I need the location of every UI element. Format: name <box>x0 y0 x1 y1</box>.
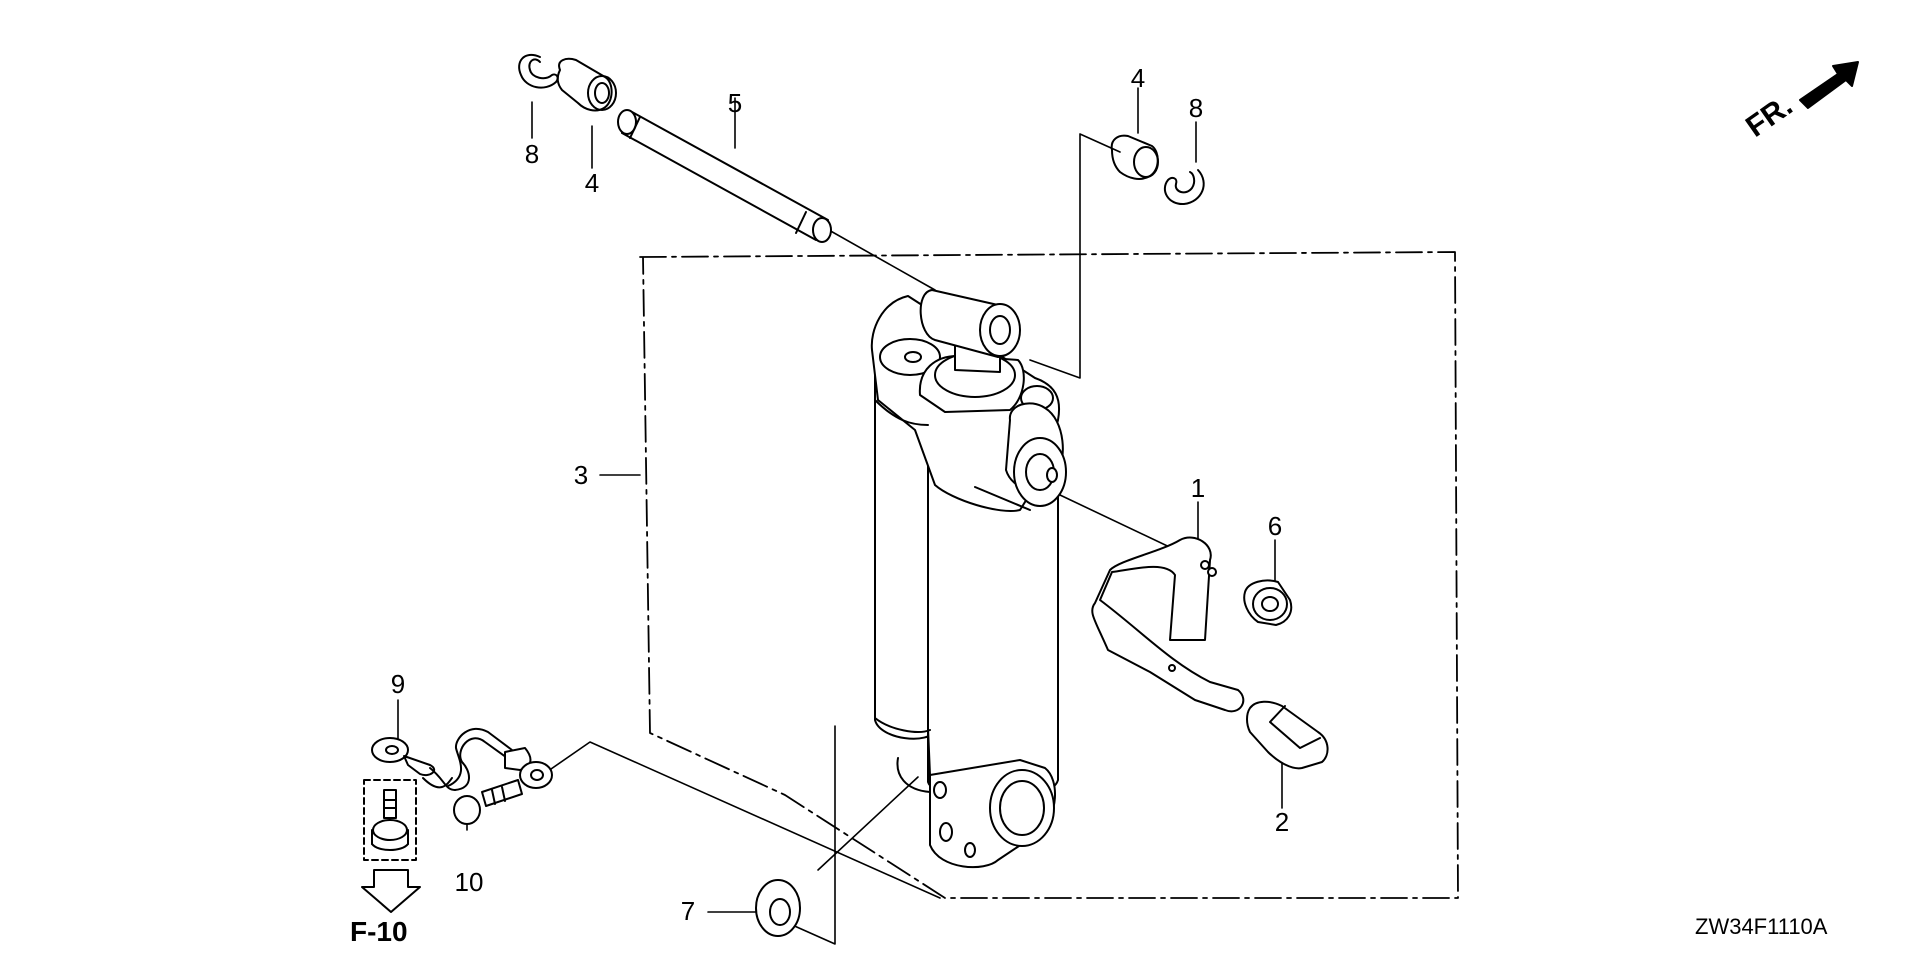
callout-4-right: 4 <box>1131 63 1145 93</box>
part-7-washer <box>755 879 801 937</box>
reference-bolt <box>363 779 417 861</box>
callout-9: 9 <box>391 669 405 699</box>
reference-label: F-10 <box>350 916 408 947</box>
callout-2: 2 <box>1275 807 1289 837</box>
part-8-circlip-left <box>518 54 559 89</box>
part-10-screw <box>453 779 523 825</box>
callout-5: 5 <box>728 88 742 118</box>
callout-7: 7 <box>681 896 695 926</box>
callout-8-right: 8 <box>1189 93 1203 123</box>
part-6-nut <box>1243 579 1293 626</box>
part-5-pin <box>617 109 832 243</box>
drawing-code: ZW34F1110A <box>1695 914 1828 939</box>
callout-4-left: 4 <box>585 168 599 198</box>
assembly-boundary <box>639 251 1459 899</box>
part-9-ground-cable <box>371 727 553 791</box>
part-1-clip-bracket <box>1091 536 1245 713</box>
callout-10: 10 <box>455 867 484 897</box>
callout-1: 1 <box>1191 473 1205 503</box>
part-2-pad <box>1246 700 1329 770</box>
callout-3: 3 <box>574 460 588 490</box>
part-4-bushing-left <box>556 57 617 112</box>
callout-6: 6 <box>1268 511 1282 541</box>
callout-8-left: 8 <box>525 139 539 169</box>
part-4-bushing-right <box>1110 134 1159 180</box>
callout-labels: 1 2 3 4 4 5 6 7 8 8 9 10 <box>391 63 1289 926</box>
forward-arrow-icon <box>1799 61 1859 109</box>
part-8-circlip-right <box>1163 169 1205 206</box>
part-3-tilt-cylinder <box>870 289 1067 869</box>
down-arrow-icon <box>361 869 421 913</box>
direction-label: FR. <box>1740 89 1799 144</box>
leader-lines <box>397 87 1283 945</box>
